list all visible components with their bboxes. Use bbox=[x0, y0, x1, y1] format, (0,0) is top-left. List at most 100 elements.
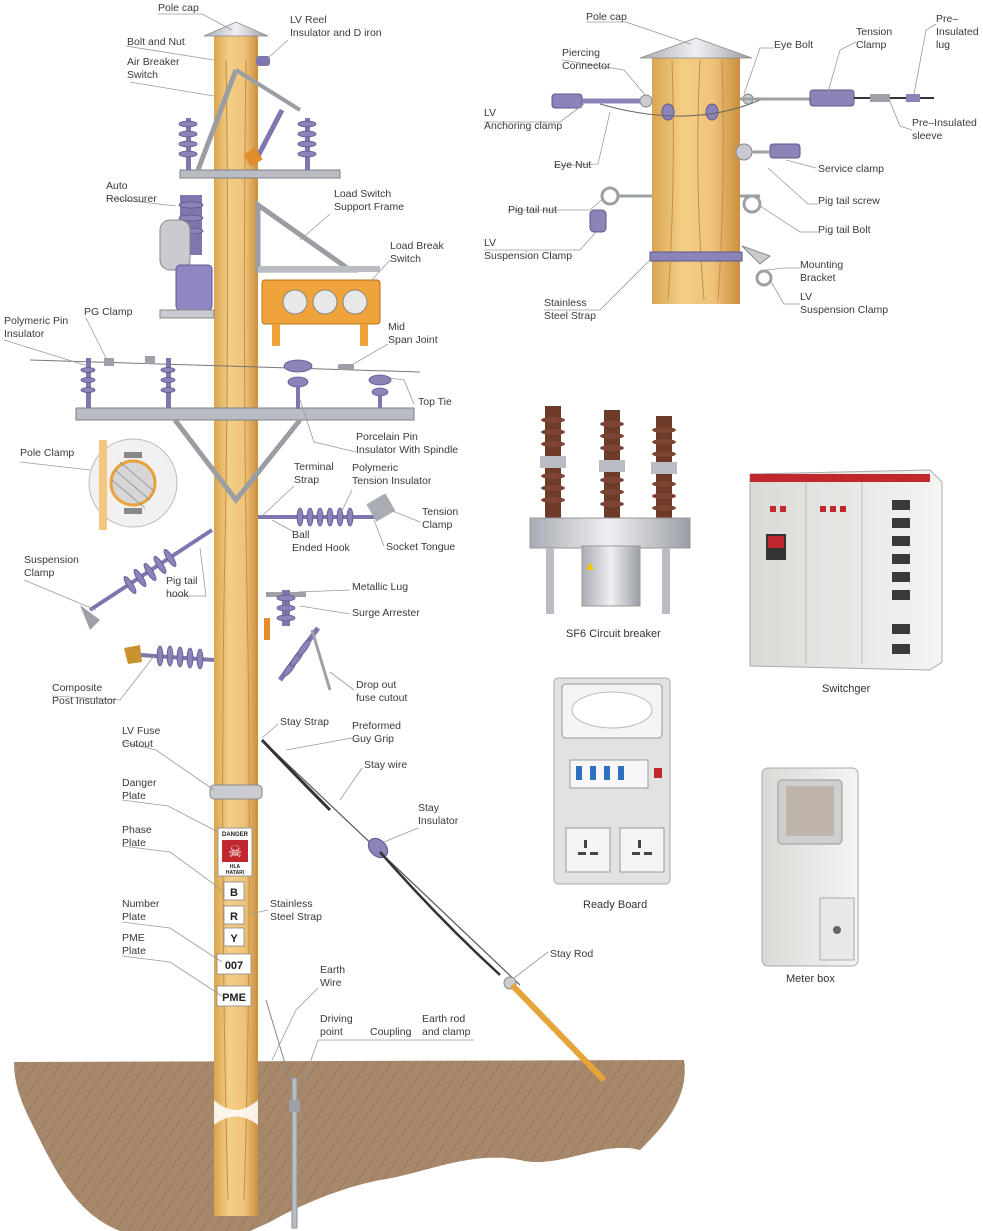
label-number-plate: Number bbox=[122, 898, 160, 910]
lv-label-pre-lug: Pre– bbox=[936, 13, 958, 25]
svg-text:Suspension Clamp: Suspension Clamp bbox=[800, 304, 888, 316]
label-earth-wire: Earth bbox=[320, 964, 345, 976]
mid-span-joint bbox=[338, 364, 354, 370]
label-lv-reel: LV Reel bbox=[290, 14, 327, 26]
svg-text:☠: ☠ bbox=[228, 842, 242, 861]
meter-box-image bbox=[761, 767, 859, 967]
svg-text:Strap: Strap bbox=[294, 474, 319, 486]
pig-tail-bolt bbox=[740, 194, 762, 214]
dropout-fuse bbox=[277, 626, 332, 691]
lv-label-eye-bolt: Eye Bolt bbox=[774, 39, 813, 51]
lv-label-susp-right: LV bbox=[800, 291, 812, 303]
lv-label-service-clamp: Service clamp bbox=[818, 163, 884, 175]
svg-text:fuse cutout: fuse cutout bbox=[356, 692, 407, 704]
svg-text:Plate: Plate bbox=[122, 837, 146, 849]
lv-labels: Pole cap Eye Bolt Tension Clamp Pre– Ins… bbox=[484, 11, 979, 322]
conductor-line bbox=[29, 359, 421, 373]
cross-arm bbox=[75, 407, 415, 505]
composite-post-insulator bbox=[124, 645, 215, 670]
label-surge-arrester: Surge Arrester bbox=[352, 607, 420, 619]
pg-clamps bbox=[104, 356, 155, 366]
lv-label-stainless: Stainless bbox=[544, 297, 587, 309]
label-tension-clamp: Tension bbox=[422, 506, 458, 518]
lv-pole-cap bbox=[639, 37, 753, 59]
lv-label-tension-clamp: Tension bbox=[856, 26, 892, 38]
lv-anchoring-clamp bbox=[551, 93, 653, 109]
svg-text:PME: PME bbox=[222, 992, 246, 1004]
lv-stainless-strap bbox=[649, 245, 773, 287]
svg-text:Insulator and D iron: Insulator and D iron bbox=[290, 27, 382, 39]
svg-text:Anchoring clamp: Anchoring clamp bbox=[484, 120, 562, 132]
label-suspension: Suspension bbox=[24, 554, 79, 566]
svg-text:Plate: Plate bbox=[122, 945, 146, 957]
ready-board-image bbox=[553, 677, 671, 885]
lv-label-pole-cap: Pole cap bbox=[586, 11, 627, 23]
suspension-clamp bbox=[80, 528, 214, 630]
label-stay-insulator: Stay bbox=[418, 802, 440, 814]
svg-text:007: 007 bbox=[225, 960, 243, 972]
label-stay-rod: Stay Rod bbox=[550, 948, 593, 960]
label-danger-plate: Danger bbox=[122, 777, 157, 789]
lv-label-eye-nut: Eye Nut bbox=[554, 159, 591, 171]
svg-text:Span Joint: Span Joint bbox=[388, 334, 438, 346]
label-poly-pin: Polymeric Pin bbox=[4, 315, 68, 327]
lv-label-pre-sleeve: Pre–Insulated bbox=[912, 117, 977, 129]
pole-cap bbox=[203, 21, 269, 37]
ground bbox=[14, 1060, 685, 1231]
svg-text:Y: Y bbox=[230, 933, 238, 945]
label-auto-recloser: Auto bbox=[106, 180, 128, 192]
svg-text:Suspension Clamp: Suspension Clamp bbox=[484, 250, 572, 262]
svg-text:lug: lug bbox=[936, 39, 950, 51]
switchgear-image bbox=[749, 469, 943, 671]
svg-text:Ended Hook: Ended Hook bbox=[292, 542, 351, 554]
svg-text:Clamp: Clamp bbox=[24, 567, 55, 579]
lv-label-pig-tail-nut: Pig tail nut bbox=[508, 204, 557, 216]
lv-label-susp-clamp: LV bbox=[484, 237, 496, 249]
svg-text:HATARI: HATARI bbox=[226, 870, 245, 876]
svg-text:DANGER: DANGER bbox=[222, 832, 249, 838]
label-stainless: Stainless bbox=[270, 898, 313, 910]
label-pole-cap: Pole cap bbox=[158, 2, 199, 14]
service-clamp bbox=[735, 143, 801, 161]
svg-text:Insulator With Spindle: Insulator With Spindle bbox=[356, 444, 458, 456]
label-stay-wire: Stay wire bbox=[364, 759, 407, 771]
svg-text:Plate: Plate bbox=[122, 911, 146, 923]
earth-assembly bbox=[265, 999, 300, 1229]
svg-text:Post Insulator: Post Insulator bbox=[52, 695, 117, 707]
svg-text:Insulator: Insulator bbox=[4, 328, 45, 340]
svg-text:B: B bbox=[230, 887, 238, 899]
label-pig-tail-hook: Pig tail bbox=[166, 575, 198, 587]
svg-text:Steel Strap: Steel Strap bbox=[270, 911, 322, 923]
lv-label-pig-tail-screw: Pig tail screw bbox=[818, 195, 880, 207]
svg-text:Switch: Switch bbox=[127, 69, 158, 81]
caption-meter-box: Meter box bbox=[786, 973, 835, 985]
svg-text:Insulator: Insulator bbox=[418, 815, 459, 827]
label-load-break: Load Break bbox=[390, 240, 444, 252]
pig-tail-nut bbox=[589, 186, 652, 233]
svg-text:Cutout: Cutout bbox=[122, 738, 153, 750]
caption-ready-board: Ready Board bbox=[583, 899, 647, 911]
load-switch-frame bbox=[255, 200, 380, 273]
svg-text:Steel Strap: Steel Strap bbox=[544, 310, 596, 322]
svg-text:Switch: Switch bbox=[390, 253, 421, 265]
label-load-switch-frame: Load Switch bbox=[334, 188, 391, 200]
air-breaker-switch bbox=[178, 56, 341, 179]
svg-text:Clamp: Clamp bbox=[422, 519, 453, 531]
svg-text:Support Frame: Support Frame bbox=[334, 201, 404, 213]
svg-text:Guy Grip: Guy Grip bbox=[352, 733, 394, 745]
number-plate: 007 bbox=[216, 953, 252, 975]
pole-clamp-detail bbox=[88, 438, 178, 530]
porcelain-pin-insulators bbox=[283, 359, 392, 409]
label-top-tie: Top Tie bbox=[418, 396, 452, 408]
label-terminal-strap: Terminal bbox=[294, 461, 334, 473]
svg-text:Wire: Wire bbox=[320, 977, 342, 989]
stay-assembly bbox=[260, 738, 607, 1083]
svg-text:and clamp: and clamp bbox=[422, 1026, 471, 1038]
caption-sf6: SF6 Circuit breaker bbox=[566, 628, 661, 640]
label-earth-rod: Earth rod bbox=[422, 1013, 465, 1025]
svg-text:R: R bbox=[230, 911, 238, 923]
label-metallic-lug: Metallic Lug bbox=[352, 581, 408, 593]
danger-plate: DANGER ☠ HLA HATARI bbox=[217, 827, 253, 877]
sf6-breaker-image bbox=[529, 406, 691, 614]
